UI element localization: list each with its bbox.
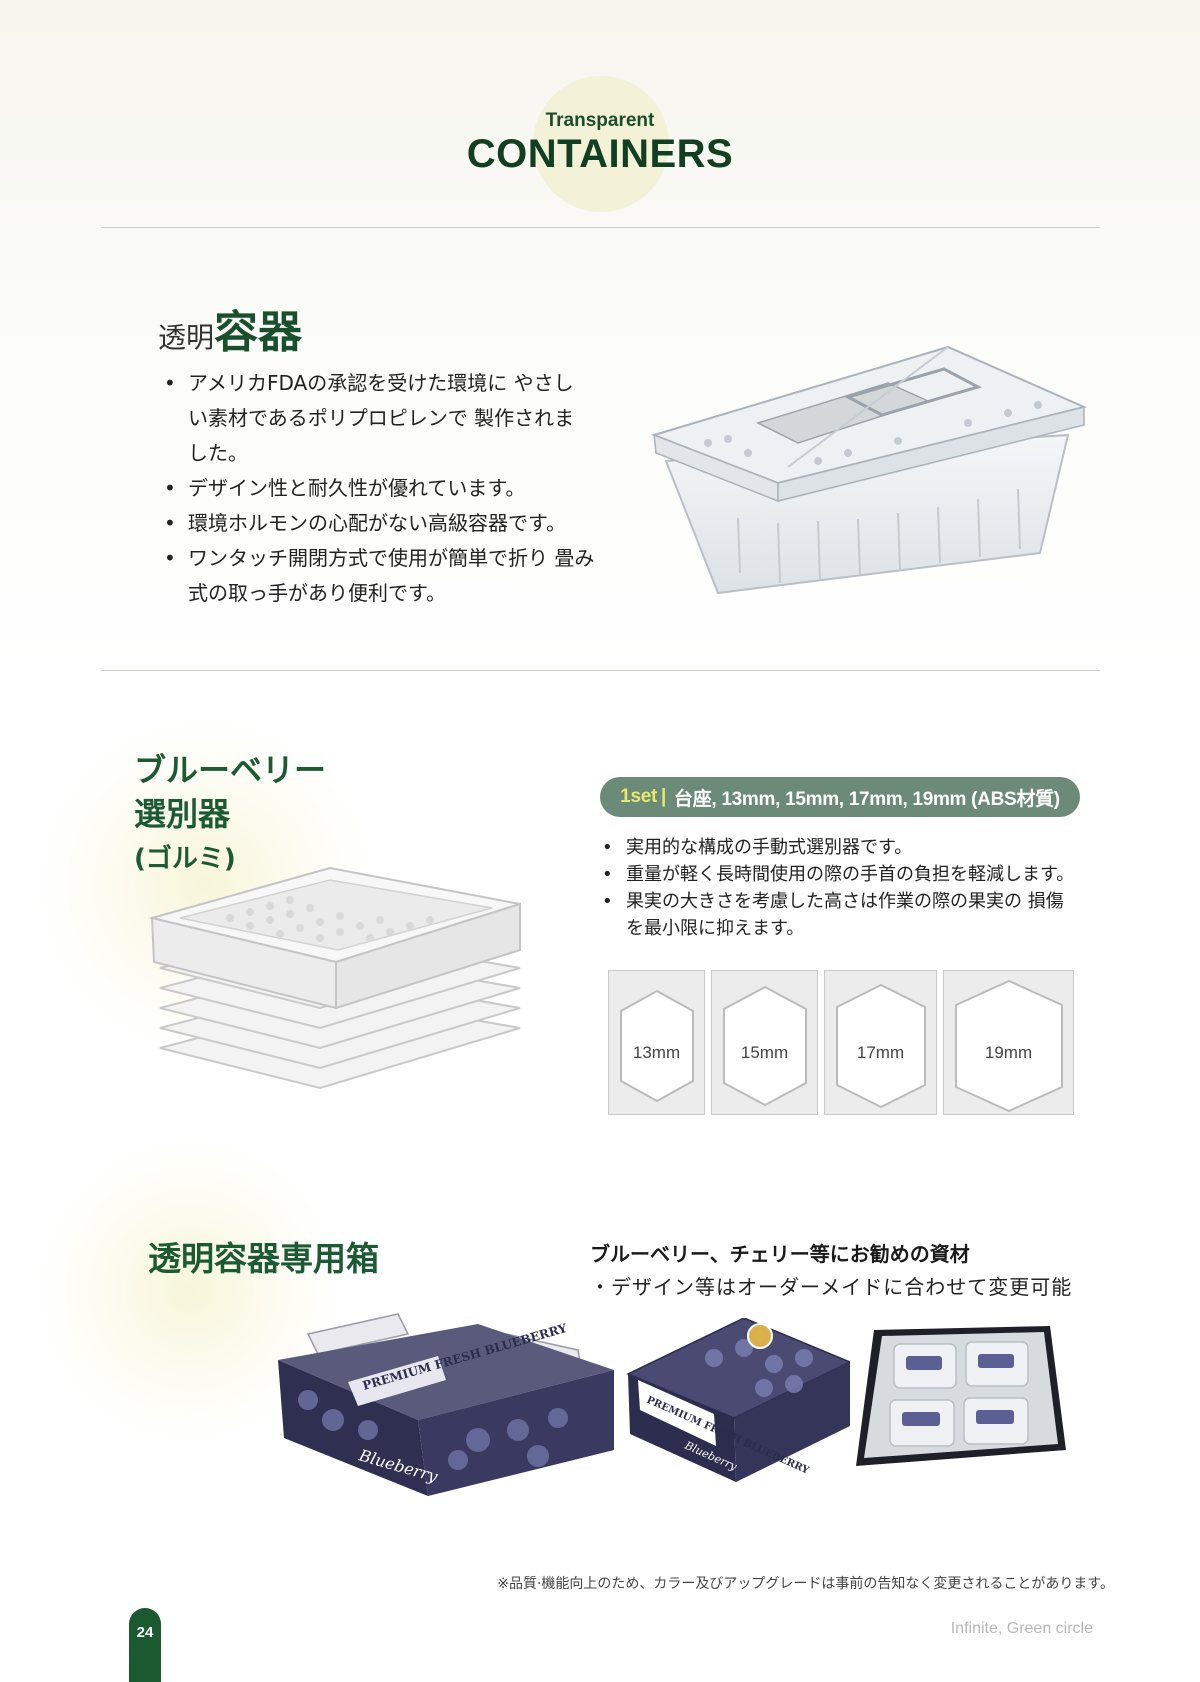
section2-title: ブルーベリー 選別器 [134,748,326,836]
list-item: 果実の大きさを考慮した高さは作業の際の果実の 損傷を最小限に抑えます。 [598,888,1068,942]
pill-set-label: 1set [620,786,657,807]
list-item: デザイン性と耐久性が優れています。 [160,471,640,506]
section2-title-line2: 選別器 [134,795,231,833]
list-item: ワンタッチ開閉方式で使用が簡単で折り 畳み式の取っ手があり便利です。 [160,541,600,611]
divider [101,227,1100,228]
section2-bullets: 実用的な構成の手動式選別器です。 重量が軽く長時間使用の際の手首の負担を軽減しま… [598,834,1118,942]
hole-size-tiles: 13mm 15mm 17mm 19mm [608,970,1074,1115]
hexagon-hole-icon [955,979,1063,1113]
pill-separator: | [661,786,667,807]
sorter-trays-image [148,866,521,1090]
list-item: 実用的な構成の手動式選別器です。 [598,834,1118,861]
header-title: CONTAINERS [466,132,734,176]
hole-tile-15mm: 15mm [711,970,818,1115]
section1-title: 透明容器 [158,296,302,360]
blueberry-box-closed-image: PREMIUM FRESH BLUEBERRY Blueberry [626,1318,850,1482]
hole-size-label: 17mm [856,1043,905,1062]
hole-size-label: 15mm [740,1043,789,1062]
set-pill: 1set | 台座, 13mm, 15mm, 17mm, 19mm (ABS材質… [600,777,1080,817]
list-item: 重量が軽く長時間使用の際の手首の負担を軽減します。 [598,861,1118,888]
hexagon-hole-icon [620,989,694,1103]
section2-subtitle: (ゴルミ) [134,844,236,874]
list-item: 環境ホルモンの心配がない高級容器です。 [160,506,640,541]
footer-tagline: Infinite, Green circle [950,1620,1093,1637]
blueberry-box-tray-image [856,1326,1066,1466]
section1-title-big: 容器 [214,307,303,358]
blueberry-box-open-image: PREMIUM FRESH BLUEBERRY Blueberry [278,1313,614,1496]
footer-note: ※品質·機能向上のため、カラー及びアップグレードは事前の告知なく変更されることが… [497,1576,1114,1592]
transparent-container-image [650,345,1088,595]
pill-text: 台座, 13mm, 15mm, 17mm, 19mm (ABS材質) [674,788,1060,810]
section1-bullets: アメリカFDAの承認を受けた環境に やさしい素材であるポリプロピレンで 製作され… [160,366,640,611]
hole-size-label: 19mm [984,1043,1033,1062]
header-subtitle: Transparent [545,110,655,131]
list-item: アメリカFDAの承認を受けた環境に やさしい素材であるポリプロピレンで 製作され… [160,366,580,471]
hole-size-label: 13mm [632,1043,681,1062]
divider [101,670,1100,671]
hexagon-hole-icon [723,985,807,1107]
hole-tile-17mm: 17mm [824,970,937,1115]
section3-heading: ブルーベリー、チェリー等にお勧めの資材 [590,1242,970,1266]
section2-title-line1: ブルーベリー [134,751,327,789]
header-circle [533,76,669,212]
hole-tile-13mm: 13mm [608,970,705,1115]
section3-text: ・デザイン等はオーダーメイドに合わせて変更可能 [590,1275,1073,1299]
hexagon-hole-icon [836,983,926,1109]
page-number: 24 [129,1608,161,1682]
section3-title: 透明容器専用箱 [148,1239,379,1278]
hole-tile-19mm: 19mm [943,970,1074,1115]
section1-title-small: 透明 [158,321,215,354]
